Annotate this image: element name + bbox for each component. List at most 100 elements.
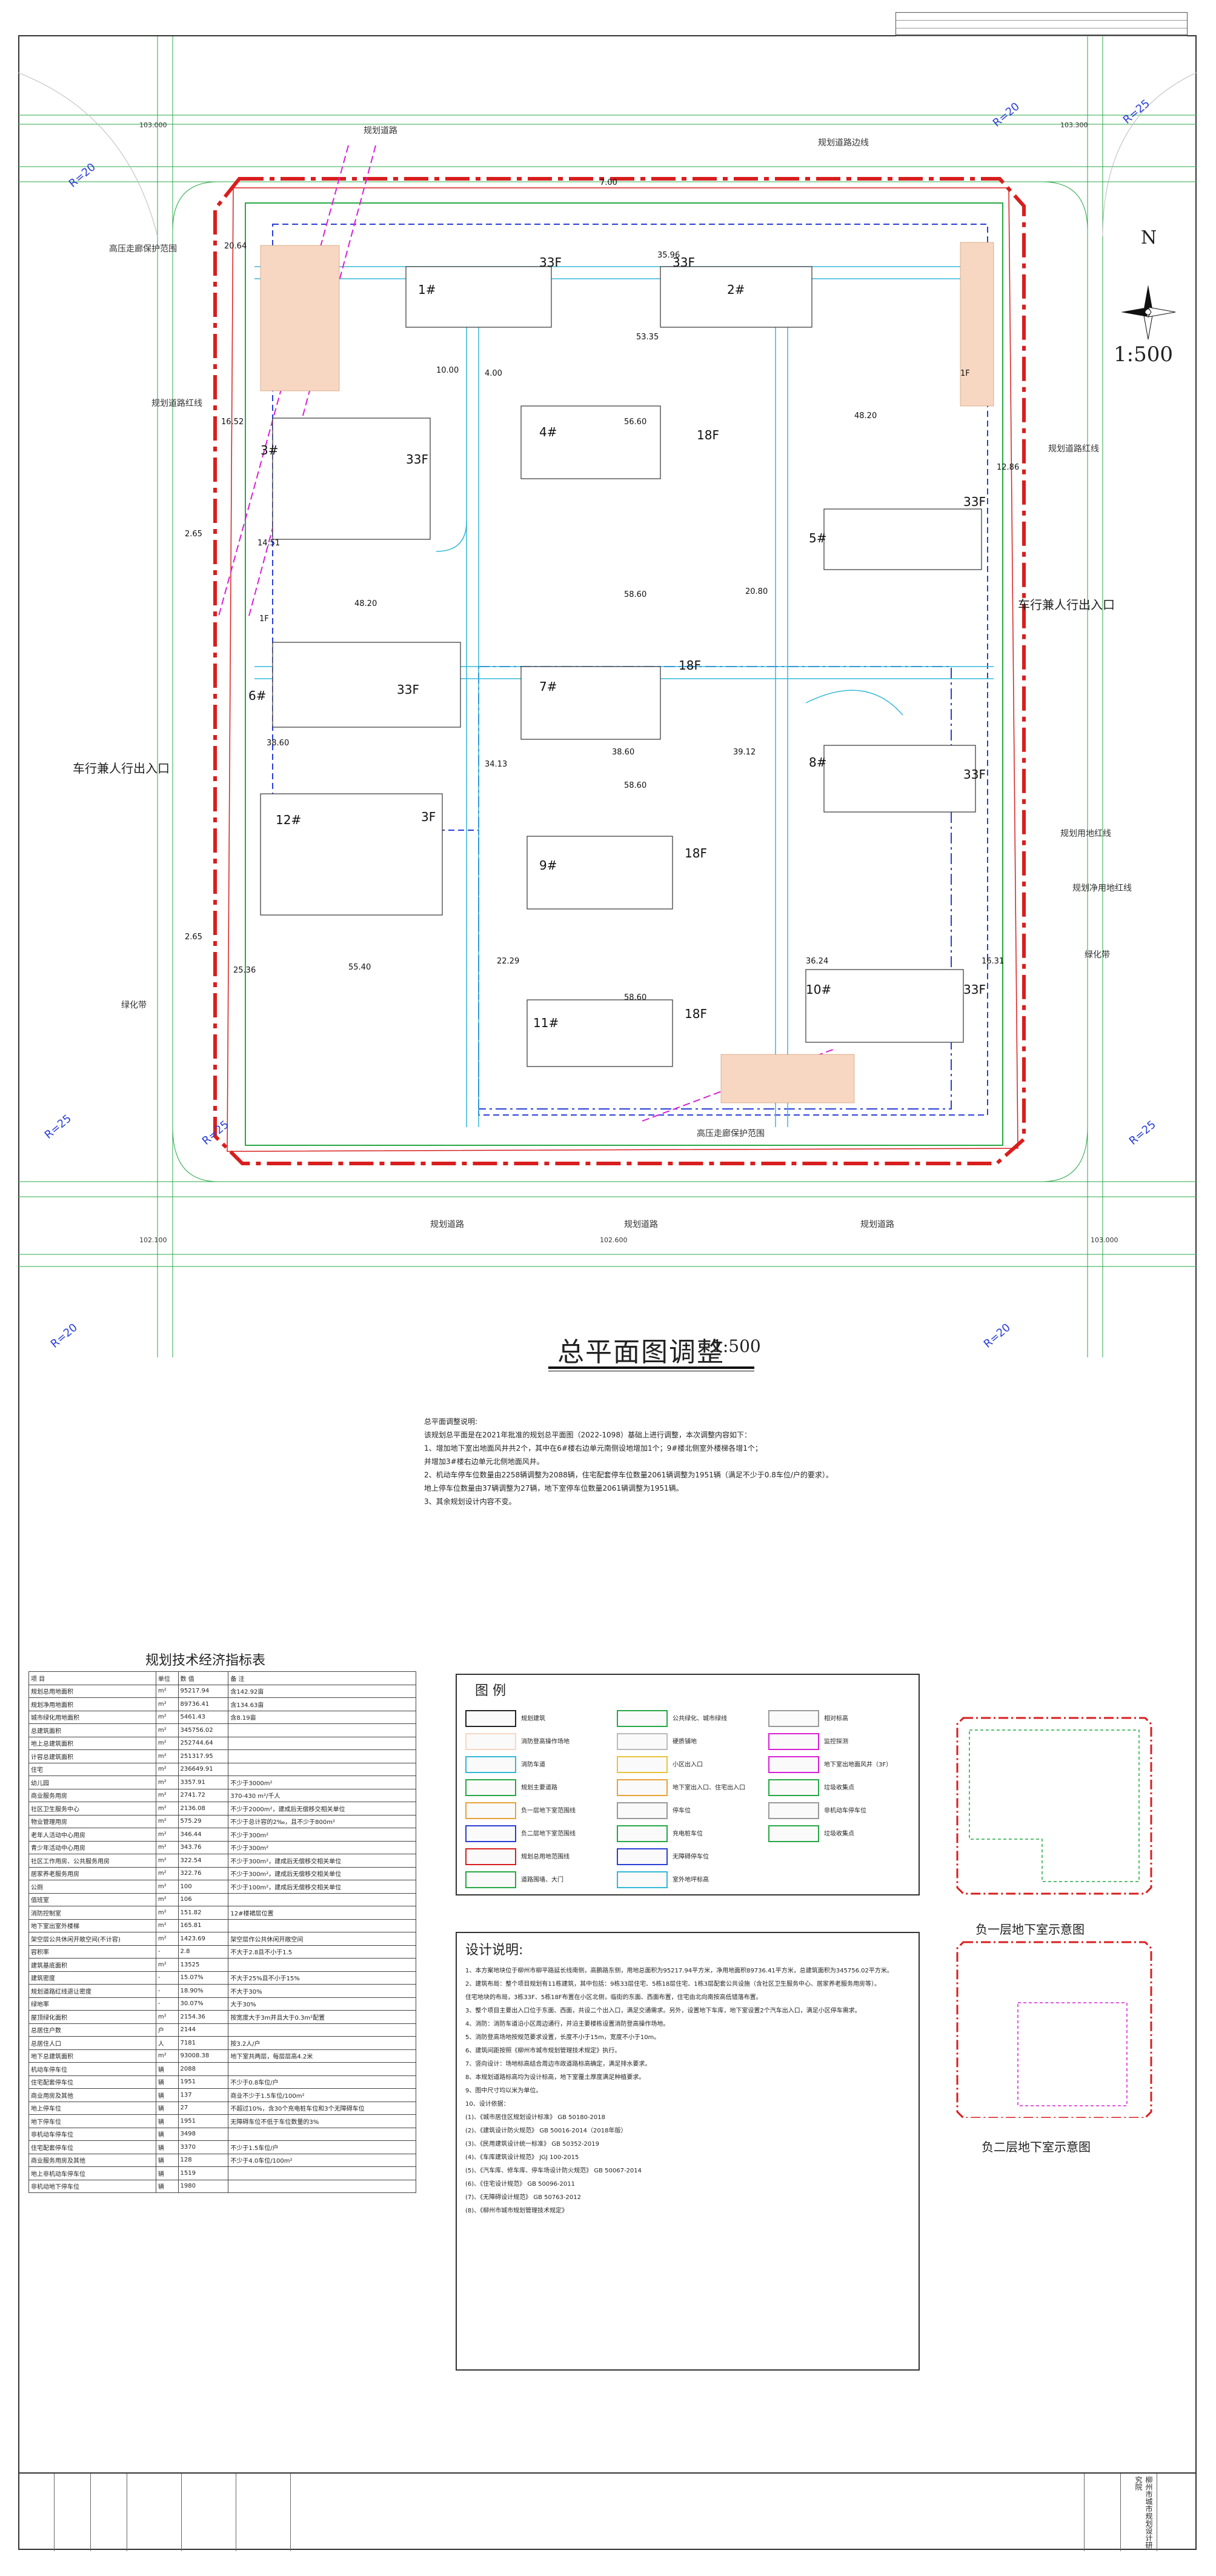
svg-text:102.100: 102.100 — [139, 1236, 167, 1244]
legend-item: 非机动车停车位 — [768, 1797, 914, 1822]
legend-symbol — [465, 1710, 516, 1727]
legend-item: 公共绿化、城市绿线 — [617, 1705, 762, 1729]
svg-text:规划道路红线: 规划道路红线 — [151, 399, 202, 408]
legend-item: 相对标高 — [768, 1705, 914, 1729]
legend-symbol — [768, 1779, 819, 1796]
legend-label: 消防车道 — [521, 1762, 545, 1768]
svg-text:103.000: 103.000 — [139, 121, 167, 129]
legend-symbol — [465, 1848, 516, 1865]
legend-label: 道路围墙、大门 — [521, 1877, 563, 1883]
svg-text:16.52: 16.52 — [221, 418, 244, 427]
svg-text:7.00: 7.00 — [600, 178, 617, 187]
legend-symbol — [768, 1825, 819, 1842]
eco-table-title: 规划技术经济指标表 — [145, 1653, 266, 1668]
legend-symbol — [617, 1779, 668, 1796]
legend-symbol — [465, 1802, 516, 1819]
legend-label: 地下室出地面风井（3F） — [824, 1762, 892, 1768]
legend-label: 公共绿化、城市绿线 — [673, 1716, 727, 1722]
net-boundary — [245, 202, 1003, 1146]
design-line: (2)、《建筑设计防火规范》 GB 50016-2014（2018年版） — [465, 2128, 627, 2134]
svg-text:2.65: 2.65 — [185, 530, 202, 539]
legend-label: 消防登高操作场地 — [521, 1739, 570, 1745]
svg-text:1F: 1F — [259, 614, 269, 624]
site-plan: 1#33F 2#33F 3#33F 4#18F 5#33F 6#33F 7#18… — [18, 36, 1197, 1357]
design-line: (7)、《无障碍设计规范》 GB 50763-2012 — [465, 2194, 582, 2201]
north-scale: 1:500 — [1114, 342, 1173, 367]
legend-symbol — [465, 1871, 516, 1888]
svg-text:103.300: 103.300 — [1060, 121, 1088, 129]
tb-cell — [91, 2474, 127, 2551]
svg-text:48.20: 48.20 — [354, 599, 377, 608]
legend-item: 停车位 — [617, 1797, 762, 1822]
svg-text:规划净用地红线: 规划净用地红线 — [1072, 884, 1132, 893]
legend-label: 室外地坪标高 — [673, 1877, 709, 1883]
legend-item: 道路围墙、大门 — [465, 1866, 611, 1891]
svg-text:39.12: 39.12 — [733, 748, 756, 757]
legend-symbol — [768, 1733, 819, 1750]
svg-text:34.13: 34.13 — [485, 760, 507, 769]
tb-cell — [236, 2474, 291, 2551]
legend-label: 监控探测 — [824, 1739, 848, 1745]
svg-text:车行兼人行出入口: 车行兼人行出入口 — [1018, 597, 1115, 612]
legend-label: 无障碍停车位 — [673, 1854, 709, 1860]
svg-text:规划道路: 规划道路 — [860, 1220, 894, 1230]
site-boundary — [213, 177, 1026, 1165]
adjustment-notes: 总平面调整说明: 该规划总平面是在2021年批准的规划总平面图（2022-109… — [424, 1417, 833, 1506]
legend-symbol — [768, 1802, 819, 1819]
svg-text:58.60: 58.60 — [624, 590, 646, 599]
legend-item: 硬质铺地 — [617, 1728, 762, 1752]
legend-label: 地下室出入口、住宅出入口 — [673, 1785, 745, 1791]
design-line: 6、建筑间距按照《柳州市城市规划管理技术规定》执行。 — [465, 2048, 621, 2054]
legend-label: 规划建筑 — [521, 1716, 545, 1722]
b10-label: 10# — [806, 982, 831, 997]
legend-symbol — [617, 1802, 668, 1819]
legend-symbol — [768, 1756, 819, 1773]
tb-cell — [127, 2474, 182, 2551]
svg-text:绿化带: 绿化带 — [1085, 950, 1110, 960]
svg-text:车行兼人行出入口: 车行兼人行出入口 — [73, 761, 170, 776]
svg-text:R=20: R=20 — [67, 161, 98, 190]
title-underline — [548, 1366, 754, 1369]
b6-label: 6# — [248, 688, 266, 703]
legend-label: 相对标高 — [824, 1716, 848, 1722]
legend-symbol — [465, 1825, 516, 1842]
table-header: 项 目 单位 数 值 备 注 — [28, 1671, 416, 1685]
design-line: (1)、《城市居住区规划设计标准》 GB 50180-2018 — [465, 2114, 606, 2121]
legend-item: 垃圾收集点 — [768, 1820, 914, 1845]
legend-label: 规划主要道路 — [521, 1785, 557, 1791]
b5-label: 5# — [809, 531, 826, 545]
design-notes: 设计说明: 1、本方案地块位于柳州市柳平路延长线南侧，高鹏路东侧，用地总面积为9… — [456, 1932, 920, 2371]
svg-text:33F: 33F — [539, 255, 562, 270]
legend-symbol — [465, 1733, 516, 1750]
title-block: 柳州市城市规划设计研究院 — [18, 2472, 1197, 2551]
svg-text:1F: 1F — [960, 369, 970, 378]
north-label: N — [1141, 227, 1157, 248]
design-line: 住宅地块的布局，3栋33F、5栋18F布置在小区北侧，临街的东面、西面布置，住宅… — [465, 1994, 762, 2001]
svg-text:33F: 33F — [963, 494, 986, 509]
b11-label: 11# — [533, 1016, 559, 1030]
legend-symbol — [617, 1733, 668, 1750]
svg-text:103.000: 103.000 — [1091, 1236, 1118, 1244]
b4-label: 4# — [539, 425, 557, 439]
svg-text:33F: 33F — [963, 982, 986, 997]
building-footprints — [260, 266, 982, 1067]
legend-symbol — [465, 1756, 516, 1773]
road-name-labels: 规划道路 规划道路 规划道路 规划道路 规划道路边线 规划道路红线 规划道路红线… — [109, 126, 1132, 1230]
design-line: 7、竖向设计：场地标高结合周边市政道路标高确定，满足排水要求。 — [465, 2061, 651, 2068]
drawing-frame — [18, 35, 1197, 2550]
